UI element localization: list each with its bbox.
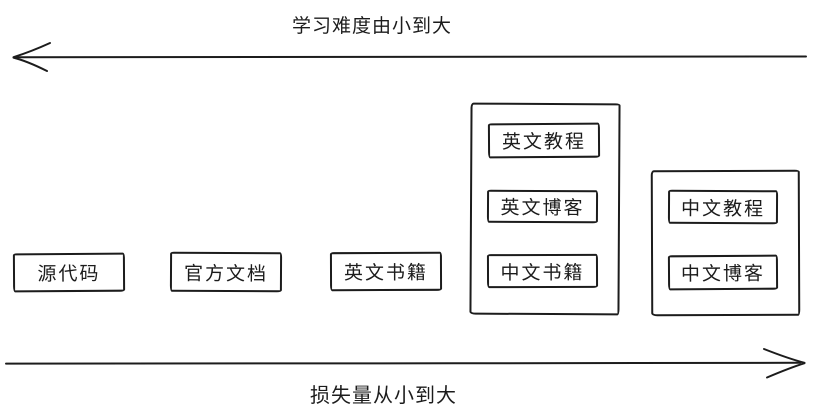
box-chinese-books-label: 中文书籍 [500, 262, 585, 284]
box-chinese-blogs: 中文博客 [667, 254, 779, 291]
bottom-axis-label: 损失量从小到大 [310, 385, 457, 407]
right-arrow-icon [5, 348, 806, 379]
box-source-code: 源代码 [12, 252, 126, 293]
box-english-tutorials: 英文教程 [487, 122, 601, 159]
box-english-blogs-label: 英文博客 [500, 197, 585, 220]
top-axis-label: 学习难度由小到大 [292, 16, 453, 37]
box-english-tutorials-label: 英文教程 [501, 131, 587, 154]
box-chinese-tutorials-label: 中文教程 [680, 198, 766, 220]
box-source-code-label: 源代码 [37, 263, 101, 286]
box-official-docs: 官方文档 [169, 251, 283, 293]
box-english-blogs: 英文博客 [486, 189, 599, 224]
box-chinese-tutorials: 中文教程 [667, 189, 779, 225]
left-arrow-icon [12, 42, 807, 72]
box-chinese-books: 中文书籍 [486, 253, 599, 289]
box-chinese-blogs-label: 中文博客 [680, 263, 766, 286]
box-english-books: 英文书籍 [329, 251, 443, 292]
box-official-docs-label: 官方文档 [183, 263, 269, 285]
box-english-books-label: 英文书籍 [343, 262, 429, 285]
